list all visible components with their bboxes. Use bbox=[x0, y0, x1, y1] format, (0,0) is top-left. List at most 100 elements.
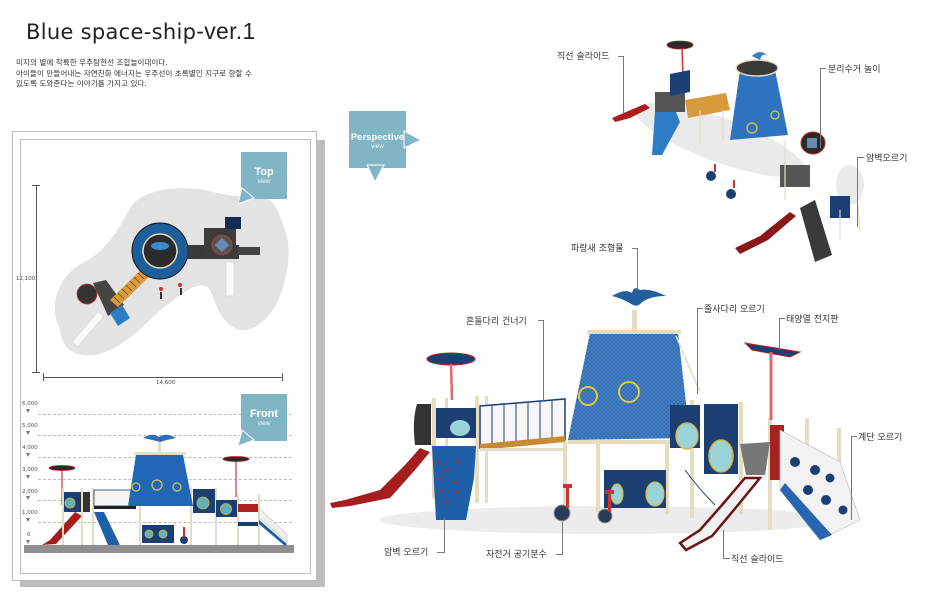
arrow-right-icon bbox=[403, 130, 423, 149]
callout-leader bbox=[857, 157, 864, 158]
callout-leader bbox=[618, 56, 624, 57]
tag-subtitle: view bbox=[370, 143, 384, 150]
bike-fountain-large bbox=[553, 484, 572, 522]
height-level-label: 6,000 bbox=[22, 401, 38, 407]
height-level-label: 4,000 bbox=[22, 445, 38, 451]
dim-tick bbox=[282, 373, 283, 381]
height-level-label: 2,000 bbox=[22, 489, 38, 495]
drawing-frame bbox=[20, 139, 311, 574]
front-view-tag: Front view bbox=[241, 394, 287, 441]
tag-title: Front bbox=[249, 408, 279, 420]
callout-leader bbox=[779, 318, 785, 319]
bridge-planks bbox=[480, 436, 565, 450]
dim-height-label: 12,100 bbox=[16, 276, 36, 282]
title-main: Blue space-ship bbox=[26, 20, 197, 44]
rope-ladder bbox=[684, 469, 716, 506]
callout-leader bbox=[623, 56, 624, 114]
deck-small-2 bbox=[780, 165, 810, 187]
panel-small bbox=[670, 70, 690, 96]
bike-fountain-large bbox=[597, 490, 614, 524]
tag-title: Perspective bbox=[350, 132, 405, 143]
height-level-label: 3,000 bbox=[22, 467, 38, 473]
slide-right-top bbox=[225, 261, 235, 297]
stairs-small bbox=[800, 200, 832, 262]
callout-bluebird-sculpture: 파랑새 조형물 bbox=[571, 244, 624, 254]
deck-small bbox=[655, 92, 685, 112]
bike-fountain-top bbox=[159, 287, 163, 299]
dim-width-label: 14,600 bbox=[156, 380, 176, 386]
top-view-tag: Top view bbox=[241, 152, 287, 199]
callout-leader bbox=[637, 248, 638, 290]
recycle-bin bbox=[740, 442, 770, 475]
bird-top bbox=[151, 242, 169, 250]
callout-leader bbox=[697, 308, 703, 309]
perspective-view-tag: Perspective view bbox=[349, 111, 406, 168]
callout-leader bbox=[723, 558, 730, 559]
slide-red-small bbox=[612, 104, 650, 122]
solar-panel-large-right bbox=[743, 342, 802, 358]
solar-panel-small bbox=[666, 40, 694, 50]
platform-dark bbox=[93, 280, 124, 316]
arrow-down-icon bbox=[366, 164, 385, 184]
tag-title: Top bbox=[254, 166, 274, 178]
bird-small bbox=[752, 52, 768, 60]
callout-leader bbox=[779, 318, 780, 350]
tag-subtitle: view bbox=[257, 420, 271, 427]
slide-platform-round bbox=[76, 283, 98, 305]
climbing-wall-large bbox=[432, 446, 476, 520]
solar-panel-left bbox=[48, 465, 76, 471]
callout-rope-ladder: 줄사다리 오르기 bbox=[704, 305, 765, 315]
solar-panel-large-left bbox=[426, 352, 476, 366]
gridline bbox=[38, 414, 292, 415]
tower-net-small bbox=[730, 70, 788, 140]
callout-leader bbox=[538, 320, 544, 321]
level-markers bbox=[26, 409, 30, 544]
callout-leader bbox=[437, 552, 444, 553]
bluebird-sculpture-large bbox=[612, 288, 666, 306]
slide-red-large bbox=[330, 448, 430, 508]
callout-leader bbox=[723, 530, 724, 559]
callout-straight-slide: 직선 슬라이드 bbox=[731, 555, 784, 565]
callout-leader bbox=[820, 68, 821, 148]
solar-panel-right bbox=[222, 456, 250, 462]
dim-tick bbox=[43, 373, 44, 381]
title-version: -ver.1 bbox=[196, 18, 256, 44]
bike-fountain-top bbox=[178, 283, 182, 295]
callout-recycle-play: 분리수거 놀이 bbox=[828, 65, 881, 75]
climbing-wall bbox=[94, 512, 120, 545]
stairs-front bbox=[258, 507, 288, 543]
height-level-label: 0 bbox=[27, 532, 31, 538]
description-line: 미지의 별에 착륙한 우주탐현선 조합놀이대이다. bbox=[16, 58, 168, 67]
dim-tick bbox=[32, 185, 40, 186]
tag-pointer-icon bbox=[237, 429, 255, 447]
slide-red-large-2 bbox=[678, 476, 763, 552]
callout-leader bbox=[857, 157, 858, 227]
tag-pointer-icon bbox=[237, 187, 255, 205]
callout-leader bbox=[820, 68, 826, 69]
stairs-top bbox=[238, 247, 260, 255]
height-level-label: 1,000 bbox=[22, 510, 38, 516]
ground bbox=[24, 545, 294, 553]
main-tower bbox=[128, 455, 193, 506]
page-title: Blue space-ship-ver.1 bbox=[26, 18, 256, 45]
dim-width-line bbox=[43, 377, 283, 378]
slide-red-small-2 bbox=[735, 212, 796, 254]
callout-leader bbox=[632, 248, 638, 249]
callout-solar-panel: 태양열 전지판 bbox=[786, 315, 839, 325]
callout-leader bbox=[851, 436, 852, 520]
callout-leader bbox=[851, 436, 857, 437]
callout-bike-fountain: 자전거 공기분수 bbox=[486, 550, 547, 560]
callout-rock-climbing: 암벽 오르기 bbox=[384, 548, 429, 558]
callout-leader bbox=[562, 522, 563, 555]
callout-leader bbox=[697, 308, 698, 394]
description: 미지의 별에 착륙한 우주탐현선 조합놀이대이다. 아이들이 만들어내는 자연친… bbox=[16, 58, 316, 90]
climbing-wall-small bbox=[652, 102, 680, 155]
tag-subtitle: view bbox=[257, 178, 271, 185]
callout-rock-climbing-top: 암벽오르기 bbox=[866, 154, 908, 164]
callout-stair-climbing: 계단 오르기 bbox=[858, 433, 903, 443]
description-line: 아이들이 만들어내는 자연친화 에너지는 우주선이 초록별인 지구로 향할 수 bbox=[16, 68, 252, 78]
